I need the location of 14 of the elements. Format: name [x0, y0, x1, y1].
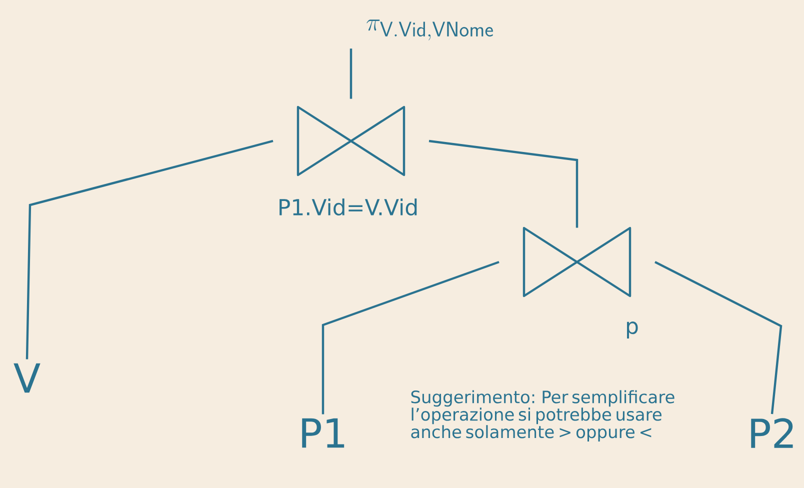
tree-edge [322, 260, 500, 414]
join-symbol [522, 226, 632, 298]
hint-text: Suggerimento: Per semplificare l’operazione si potrebbe usare anche solamente > oppure < [411, 390, 674, 442]
relation-label: P2 [751, 418, 793, 448]
relation-label: V [14, 363, 40, 393]
join-condition: p [627, 322, 638, 338]
relation-label: P1 [302, 418, 344, 448]
join-symbol [296, 106, 406, 176]
tree-edge [26, 140, 274, 360]
tree-edge [654, 261, 782, 414]
join-condition: P1.Vid=V.Vid [280, 198, 417, 216]
operator-label: $\pi_{\mathsf{V.Vid,VNome}}$ [366, 20, 493, 40]
tree-edge [428, 140, 578, 228]
tree-edge [350, 48, 352, 99]
